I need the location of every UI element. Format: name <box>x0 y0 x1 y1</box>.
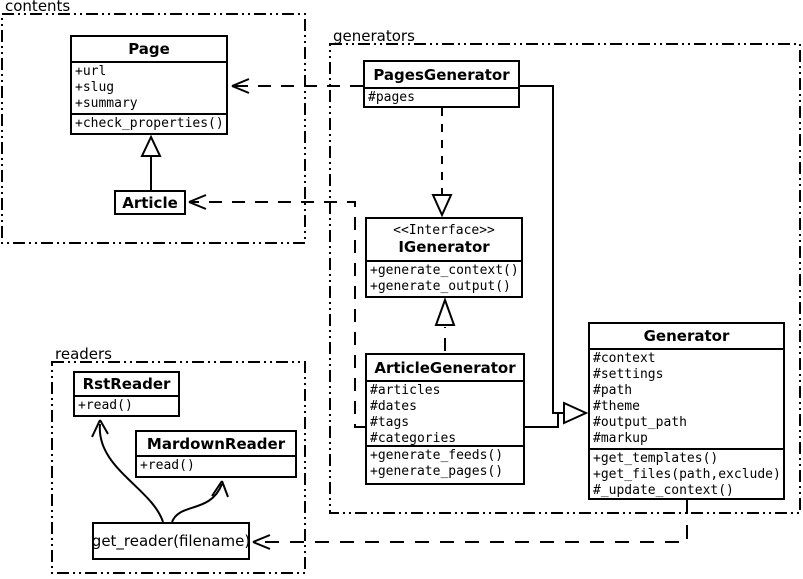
methods-compartment: +generate_feeds() +generate_pages() <box>367 445 523 483</box>
open-arrow-icon <box>231 78 250 94</box>
class-box-article: Article <box>114 190 186 215</box>
open-arrow-icon <box>252 534 271 550</box>
methods-compartment: +generate_context() +generate_output() <box>367 260 521 296</box>
node-get-reader: get_reader(filename) <box>92 522 250 560</box>
class-title: PagesGenerator <box>373 65 510 84</box>
attribute-line: #context <box>593 351 656 366</box>
method-line: +read() <box>140 458 195 473</box>
call-line-getreader-mardownreader <box>171 483 223 523</box>
class-box-articlegenerator: ArticleGenerator #articles #dates #tags … <box>365 353 525 485</box>
dependency-line-generator-getreader <box>256 500 688 543</box>
class-title: Article <box>122 193 178 212</box>
hollow-triangle-icon <box>431 194 453 218</box>
attribute-line: #theme <box>593 399 640 414</box>
package-border-readers <box>51 361 306 574</box>
open-arrow-icon <box>211 480 229 498</box>
hollow-triangle-icon <box>140 134 162 157</box>
attributes-compartment: #articles #dates #tags #categories <box>367 380 523 446</box>
attribute-line: #settings <box>593 367 664 382</box>
attribute-line: +slug <box>75 80 115 95</box>
call-line-getreader-rstreader <box>98 423 164 523</box>
attribute-line: #output_path <box>593 415 687 430</box>
method-line: #_update_context() <box>593 483 734 498</box>
package-border-contents <box>1 13 306 244</box>
methods-compartment: +check_properties() <box>72 113 226 133</box>
package-label-generators: generators <box>333 27 415 45</box>
methods-compartment: +read() <box>137 455 295 476</box>
attribute-line: #articles <box>370 383 441 398</box>
attribute-line: #path <box>593 383 633 398</box>
class-box-pagesgenerator: PagesGenerator #pages <box>363 60 520 108</box>
package-border-generators <box>329 43 801 514</box>
attribute-line: +url <box>75 64 107 79</box>
package-label-contents: contents <box>5 0 71 15</box>
hollow-triangle-icon <box>563 401 589 425</box>
dependency-line-articlegenerator-article <box>192 201 365 428</box>
method-line: +read() <box>78 398 133 413</box>
class-title: Page <box>128 40 170 58</box>
class-title: ArticleGenerator <box>374 358 516 377</box>
method-line: +generate_feeds() <box>370 448 504 463</box>
class-title: <<Interface>> IGenerator <box>367 219 521 260</box>
attribute-line: +summary <box>75 96 138 111</box>
attributes-compartment: #pages <box>365 87 518 106</box>
hollow-triangle-icon <box>434 297 456 326</box>
method-line: +generate_output() <box>370 279 511 294</box>
generalization-line-articlegenerator-generator <box>525 413 559 428</box>
open-arrow-icon <box>91 419 109 438</box>
class-title-text: IGenerator <box>398 237 490 256</box>
class-title: MardownReader <box>146 434 286 453</box>
method-line: +generate_pages() <box>370 464 504 479</box>
methods-compartment: +get_templates() +get_files(path,exclude… <box>590 448 783 498</box>
method-line: +check_properties() <box>75 116 224 131</box>
class-title: RstReader <box>82 375 171 393</box>
package-label-readers: readers <box>55 345 112 363</box>
class-box-rstreader: RstReader +read() <box>73 371 180 417</box>
method-line: +get_files(path,exclude) <box>593 467 781 482</box>
open-arrow-icon <box>188 194 207 210</box>
method-line: +get_templates() <box>593 451 719 466</box>
class-box-page: Page +url +slug +summary +check_properti… <box>70 35 228 135</box>
class-box-generator: Generator #context #settings #path #them… <box>588 322 785 500</box>
method-line: +generate_context() <box>370 263 519 278</box>
attribute-line: #dates <box>370 399 417 414</box>
attribute-line: #tags <box>370 415 410 430</box>
attributes-compartment: +url +slug +summary <box>72 61 226 113</box>
methods-compartment: +read() <box>75 395 178 415</box>
class-title: Generator <box>643 327 730 345</box>
attribute-line: #markup <box>593 431 648 446</box>
class-box-igenerator: <<Interface>> IGenerator +generate_conte… <box>365 217 523 298</box>
class-box-mardownreader: MardownReader +read() <box>135 430 297 478</box>
attribute-line: #categories <box>370 431 457 446</box>
stereotype-label: <<Interface>> <box>393 222 495 238</box>
generalization-line-pagesgenerator-generator <box>520 85 563 414</box>
attribute-line: #pages <box>368 90 415 105</box>
attributes-compartment: #context #settings #path #theme #output_… <box>590 348 783 448</box>
